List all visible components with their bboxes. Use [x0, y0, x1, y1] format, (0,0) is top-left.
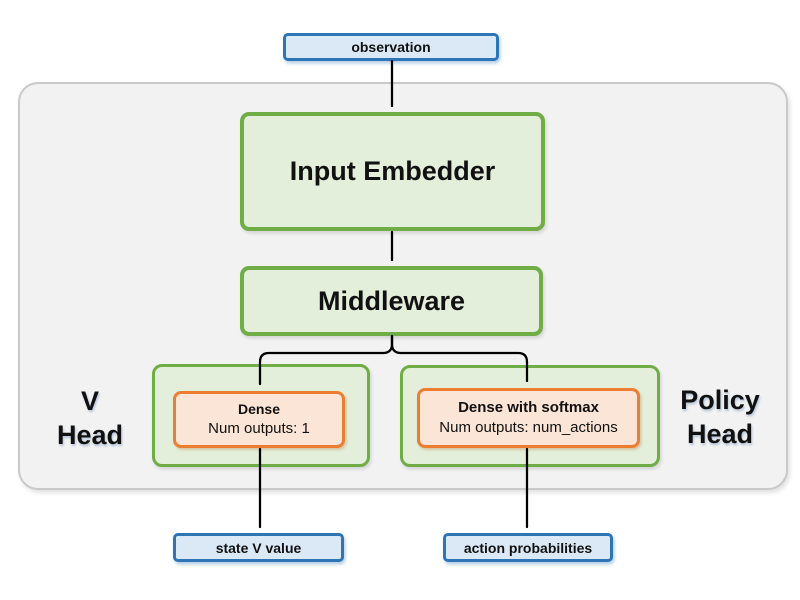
- v-head-dense-title: Dense: [237, 400, 281, 417]
- v-head-label-line1: V: [80, 386, 99, 416]
- state-v-value-output-box: state V value: [173, 533, 344, 562]
- v-head-dense-box: Dense Num outputs: 1: [173, 391, 345, 448]
- action-probabilities-label: action probabilities: [463, 539, 593, 556]
- input-embedder-label: Input Embedder: [289, 156, 496, 186]
- v-head-label-line2: Head: [56, 419, 124, 450]
- v-head-dense-subtitle: Num outputs: 1: [208, 419, 310, 437]
- policy-head-dense-title: Dense with softmax: [458, 398, 599, 416]
- observation-label: observation: [351, 39, 431, 55]
- policy-head-dense-subtitle: Num outputs: num_actions: [439, 419, 618, 436]
- policy-head-label-line1: Policy: [680, 385, 760, 415]
- v-head-label: V Head: [38, 385, 142, 453]
- middleware-label: Middleware: [317, 285, 466, 316]
- policy-head-label: Policy Head: [665, 384, 775, 452]
- policy-head-label-line2: Head: [686, 418, 754, 449]
- input-embedder-block: Input Embedder: [240, 112, 545, 231]
- action-probabilities-output-box: action probabilities: [443, 533, 613, 562]
- state-v-value-label: state V value: [215, 539, 302, 556]
- observation-input-box: observation: [283, 33, 499, 61]
- policy-head-dense-box: Dense with softmax Num outputs: num_acti…: [417, 388, 640, 448]
- middleware-block: Middleware: [240, 266, 543, 336]
